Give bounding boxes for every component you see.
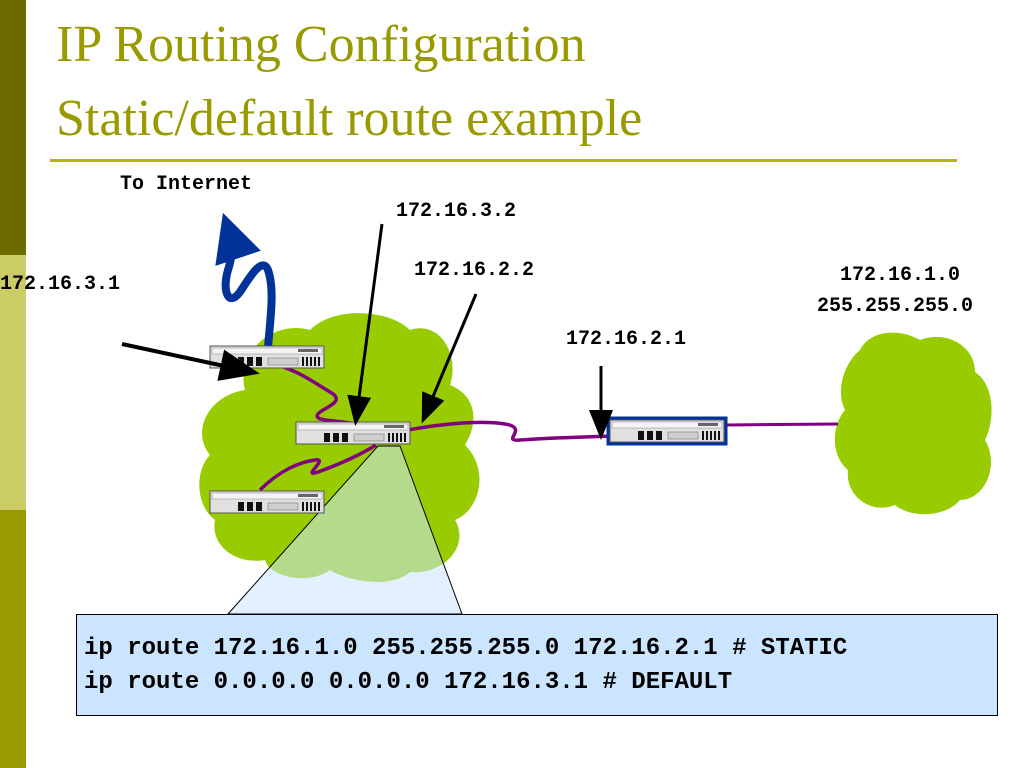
arrow-172-16-3-1 bbox=[121, 342, 260, 381]
arrow-172-16-3-2 bbox=[347, 223, 384, 426]
router-gateway bbox=[606, 416, 728, 446]
router-center bbox=[295, 421, 411, 445]
slide-title: IP Routing Configuration Static/default … bbox=[56, 8, 642, 156]
config-callout-box: ip route 172.16.1.0 255.255.255.0 172.16… bbox=[76, 614, 998, 716]
title-underline bbox=[50, 159, 957, 162]
label-remote-network: 172.16.1.0 bbox=[840, 264, 961, 287]
title-line-2: Static/default route example bbox=[56, 90, 643, 147]
title-line-1: IP Routing Configuration bbox=[56, 16, 586, 73]
link-bottom-router-to-center bbox=[258, 443, 377, 492]
config-static-route: ip route 172.16.1.0 255.255.255.0 172.16… bbox=[84, 635, 848, 662]
arrow-172-16-2-2 bbox=[421, 293, 478, 424]
label-to-internet: To Internet bbox=[120, 173, 253, 196]
left-accent-bar-middle bbox=[0, 255, 26, 510]
link-top-router-to-center bbox=[264, 360, 357, 426]
remote-network-cloud bbox=[834, 332, 992, 515]
link-gateway-to-remote bbox=[724, 422, 839, 427]
label-172-16-3-1: 172.16.3.1 bbox=[0, 273, 121, 296]
link-center-to-gateway bbox=[407, 420, 613, 442]
left-accent-bar-bottom bbox=[0, 510, 26, 768]
label-172-16-2-2: 172.16.2.2 bbox=[414, 259, 535, 282]
label-remote-netmask: 255.255.255.0 bbox=[817, 295, 974, 318]
router-bottom bbox=[209, 490, 325, 514]
left-accent-bar-top bbox=[0, 0, 26, 255]
config-default-route: ip route 0.0.0.0 0.0.0.0 172.16.3.1 # DE… bbox=[84, 669, 733, 696]
internet-uplink bbox=[215, 212, 276, 352]
label-172-16-2-1: 172.16.2.1 bbox=[566, 328, 687, 351]
label-172-16-3-2: 172.16.3.2 bbox=[396, 200, 517, 223]
